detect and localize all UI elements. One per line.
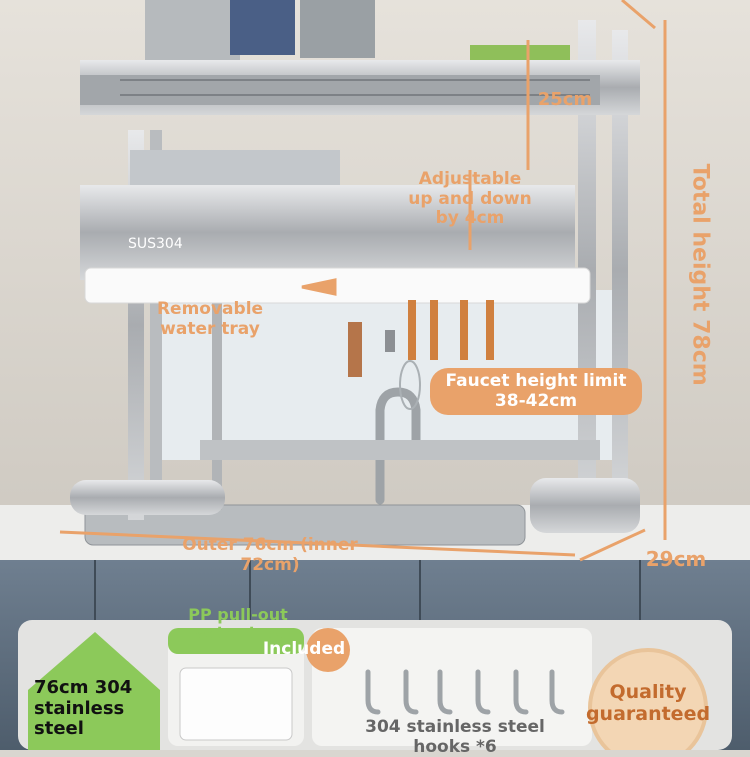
label-adjustable: Adjustable up and down by 4cm xyxy=(408,169,532,229)
base-frame xyxy=(70,480,225,515)
size-badge-bg xyxy=(28,632,160,750)
water-tray xyxy=(84,267,591,304)
utensils xyxy=(348,300,494,410)
panel-quality-text: Quality guaranteed xyxy=(585,681,711,725)
label-outer-width: Outer 76cm (inner 72cm) xyxy=(182,535,358,575)
panel-tray-text: PP pull-out water tray xyxy=(188,605,288,643)
label-total-height: Total height 78cm xyxy=(687,163,713,386)
panel-hooks-text: 304 stainless steel hooks *6 xyxy=(365,717,545,757)
panel-size-text: 76cm 304 stainless steel xyxy=(34,677,133,740)
hooks xyxy=(365,669,565,715)
label-shelf-gap: 25cm xyxy=(537,89,593,110)
quality-seal xyxy=(588,648,708,750)
badge-sus304: SUS304 xyxy=(128,236,183,252)
faucet xyxy=(375,387,421,505)
label-removable-tray: Removable water tray xyxy=(156,299,264,339)
label-faucet-height: Faucet height limit 38-42cm xyxy=(430,368,642,416)
panel-included-badge: Included xyxy=(262,639,346,659)
label-depth: 29cm xyxy=(645,547,707,571)
middle-shelf xyxy=(80,185,575,280)
top-pots xyxy=(145,0,240,60)
